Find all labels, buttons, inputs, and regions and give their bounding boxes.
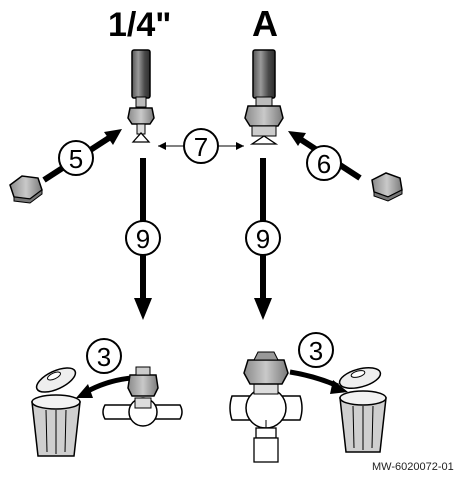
right-pipe-label: A <box>252 3 278 44</box>
right-trash-can <box>338 366 387 453</box>
left-service-valve <box>127 49 155 143</box>
step-9-right-badge: 9 <box>245 220 281 256</box>
step-3-left-arrow <box>76 375 133 398</box>
step-5-badge: 5 <box>58 140 94 176</box>
step-3-right-badge: 3 <box>298 332 334 368</box>
step-3-left-badge: 3 <box>86 338 122 374</box>
step-9-right-number: 9 <box>256 224 270 254</box>
right-valve-body <box>229 351 303 463</box>
step-3-left-number: 3 <box>97 342 111 372</box>
step-5-number: 5 <box>69 144 83 174</box>
figure-reference: MW-6020072-01 <box>372 461 454 473</box>
right-cap <box>371 172 403 202</box>
step-7-badge: 7 <box>183 128 219 164</box>
step-3-right-number: 3 <box>309 336 323 366</box>
left-pipe-label: 1/4" <box>108 6 171 44</box>
left-cap <box>9 175 43 204</box>
step-3-right-arrow <box>289 369 348 394</box>
step-9-left-number: 9 <box>136 224 150 254</box>
step-7-number: 7 <box>194 132 208 162</box>
step-6-badge: 6 <box>306 145 342 181</box>
left-valve-body <box>102 366 183 427</box>
right-service-valve <box>244 49 284 145</box>
left-trash-can <box>31 367 81 457</box>
step-9-left-badge: 9 <box>125 220 161 256</box>
step-6-number: 6 <box>317 149 331 179</box>
